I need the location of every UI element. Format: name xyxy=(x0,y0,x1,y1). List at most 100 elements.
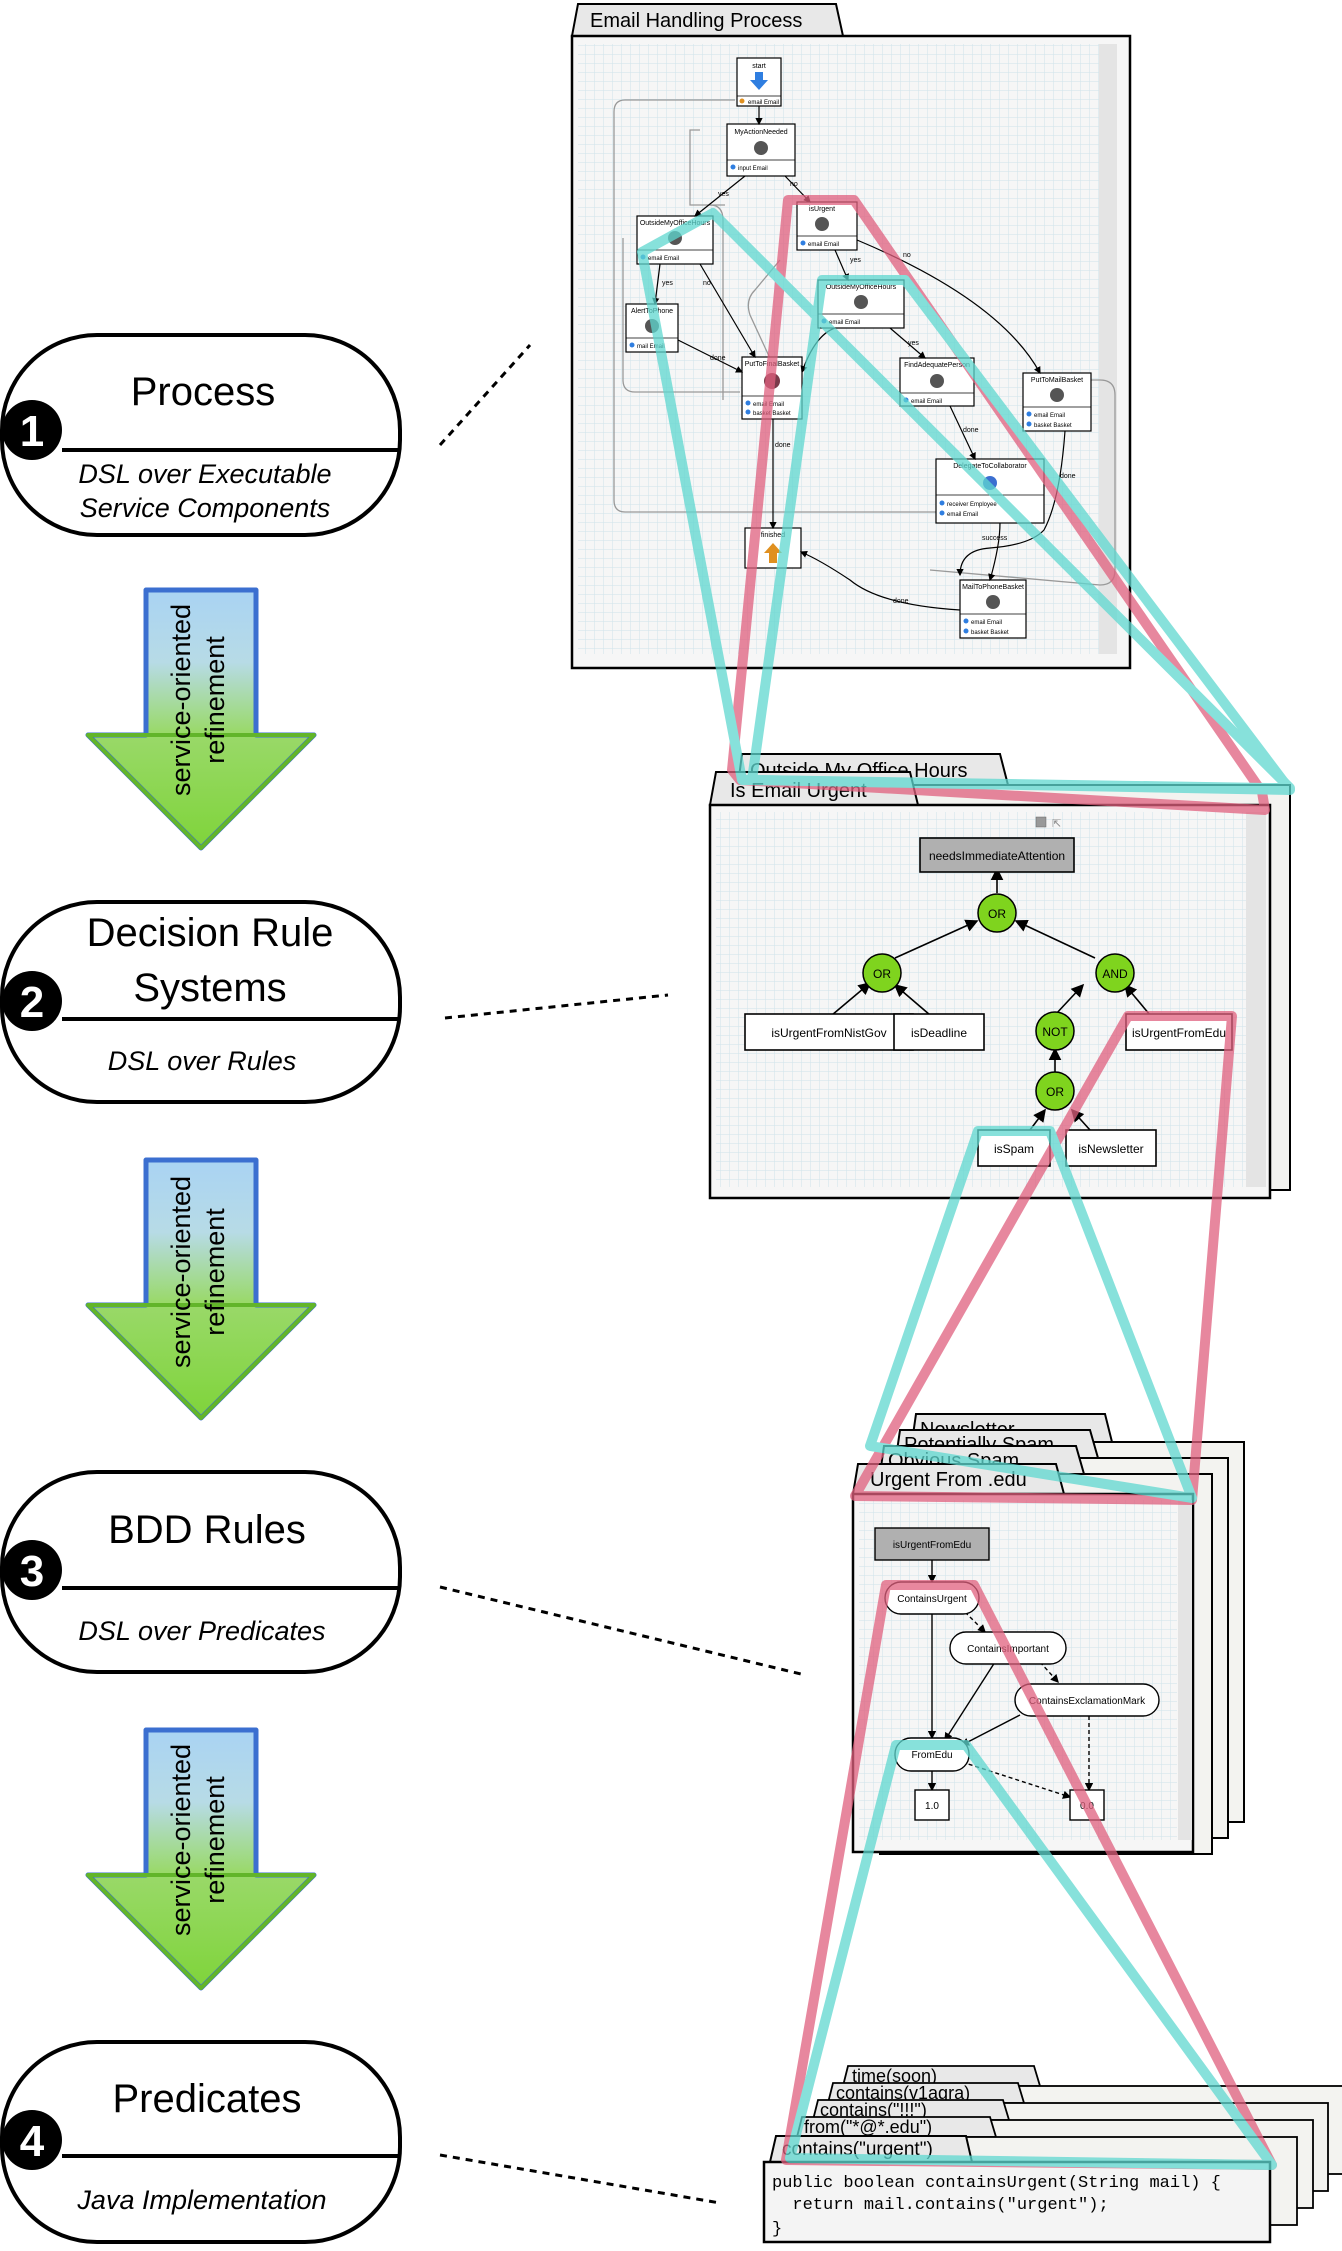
refinement-label: refinement xyxy=(200,636,230,764)
rule-leaf-isdeadline: isDeadline xyxy=(893,1013,985,1051)
process-node-start: start email Email xyxy=(736,57,782,107)
svg-text:done: done xyxy=(963,427,979,434)
svg-text:MyActionNeeded: MyActionNeeded xyxy=(734,129,787,136)
level-box xyxy=(0,900,402,1104)
refinement-arrow-2: service-oriented refinement xyxy=(85,1157,317,1421)
svg-text:email Email: email Email xyxy=(808,242,839,248)
svg-text:OutsideMyOfficeHours: OutsideMyOfficeHours xyxy=(640,220,711,227)
process-node-puttomailbasket: PutToMailBasket email Email basket Baske… xyxy=(1022,372,1092,432)
svg-text:yes: yes xyxy=(908,340,919,347)
rule-op-or-left: OR xyxy=(862,953,902,993)
level-subtitle-line: DSL over Executable xyxy=(78,459,331,489)
level-number-badge xyxy=(2,2110,62,2170)
decision-rules-panel: Outside My Office Hours Is Email Urgent … xyxy=(708,753,1291,1200)
svg-text:yes: yes xyxy=(718,191,729,198)
svg-text:email Email: email Email xyxy=(1034,413,1065,419)
svg-text:email Email: email Email xyxy=(911,399,942,405)
process-node-myactionneeded: MyActionNeeded input Email xyxy=(726,123,796,177)
level-subtitle: Java Implementation xyxy=(76,2185,326,2215)
svg-text:yes: yes xyxy=(662,280,673,287)
svg-text:OR: OR xyxy=(988,907,1006,921)
svg-text:mail Email: mail Email xyxy=(637,344,665,350)
svg-text:email Email: email Email xyxy=(829,320,860,326)
rule-op-or-low: OR xyxy=(1035,1071,1075,1111)
svg-text:isDeadline: isDeadline xyxy=(911,1026,967,1040)
svg-text:MailToPhoneBasket: MailToPhoneBasket xyxy=(962,584,1024,591)
svg-text:done: done xyxy=(710,355,726,362)
svg-text:needsImmediateAttention: needsImmediateAttention xyxy=(929,849,1065,863)
process-node-findadequateperson: FindAdequatePerson email Email xyxy=(899,357,975,407)
refinement-label: service-oriented xyxy=(166,1176,196,1368)
panel-tab-label: from("*@*.edu") xyxy=(804,2117,932,2137)
code-line: } xyxy=(772,2220,782,2239)
panel-tab-label: Email Handling Process xyxy=(590,10,802,32)
refinement-label: refinement xyxy=(200,1208,230,1336)
dotted-connector xyxy=(438,343,532,447)
level-number-badge xyxy=(2,971,62,1031)
rule-leaf-isurgentfromnistgov: isUrgentFromNistGov xyxy=(744,1013,914,1051)
svg-text:receiver Employee: receiver Employee xyxy=(947,502,997,508)
svg-text:start: start xyxy=(752,63,766,70)
level-title: Decision Rule xyxy=(87,911,334,955)
svg-text:email Email: email Email xyxy=(971,620,1002,626)
rule-op-not: NOT xyxy=(1035,1011,1075,1051)
dotted-connector xyxy=(439,2153,721,2205)
svg-text:⇱: ⇱ xyxy=(1052,818,1061,830)
svg-text:success: success xyxy=(982,535,1008,542)
level-number: 4 xyxy=(20,2117,45,2166)
code-panel xyxy=(762,2160,1272,2244)
refinement-arrow-1: service-oriented refinement xyxy=(85,587,317,851)
level-number: 1 xyxy=(20,407,44,456)
service-gear-icon xyxy=(986,595,1000,609)
level-title: BDD Rules xyxy=(108,1508,306,1552)
level-title: Process xyxy=(131,370,276,414)
svg-text:input Email: input Email xyxy=(738,166,768,172)
svg-text:ContainsExclamationMark: ContainsExclamationMark xyxy=(1029,1696,1146,1707)
svg-text:DelegateToCollaborator: DelegateToCollaborator xyxy=(953,463,1027,470)
start-arrow-icon xyxy=(750,72,768,90)
trace-bands xyxy=(637,195,1295,2170)
svg-text:no: no xyxy=(790,181,798,188)
level-box xyxy=(0,333,402,537)
svg-text:PutToMailBasket: PutToMailBasket xyxy=(1031,377,1083,384)
refinement-label: service-oriented xyxy=(166,604,196,796)
bdd-node-containsexclamationmark: ContainsExclamationMark xyxy=(1014,1683,1160,1717)
trace-band-cyan xyxy=(747,275,1295,795)
svg-text:FindAdequatePerson: FindAdequatePerson xyxy=(904,362,970,369)
svg-text:done: done xyxy=(775,442,791,449)
finish-arrow-icon xyxy=(764,543,782,563)
code-line: return mail.contains("urgent"); xyxy=(772,2196,1109,2215)
svg-text:email Email: email Email xyxy=(748,100,779,106)
svg-text:basket Basket: basket Basket xyxy=(753,411,791,417)
svg-text:OutsideMyOfficeHours: OutsideMyOfficeHours xyxy=(826,284,897,291)
process-node-mailtophonebasket: MailToPhoneBasket email Email basket Bas… xyxy=(959,579,1027,639)
dotted-connector xyxy=(439,1585,806,1677)
rule-root-needsimmediateattention: needsImmediateAttention xyxy=(919,837,1075,873)
svg-text:email Email: email Email xyxy=(947,512,978,518)
service-gear-icon xyxy=(930,374,944,388)
svg-text:yes: yes xyxy=(850,257,861,264)
svg-text:email Email: email Email xyxy=(648,256,679,262)
level-number-badge xyxy=(2,400,62,460)
service-gear-icon xyxy=(815,217,829,231)
level-title: Predicates xyxy=(113,2077,302,2121)
svg-text:OR: OR xyxy=(1046,1085,1064,1099)
level-number-badge xyxy=(2,1540,62,1600)
svg-text:NOT: NOT xyxy=(1042,1025,1068,1039)
rule-op-or-top: OR xyxy=(977,893,1017,933)
level-subtitle: DSL over Predicates xyxy=(78,1616,325,1646)
trace-band-cyan xyxy=(785,1740,1277,2170)
process-edge-labels: yes no yes no done yes no yes done done … xyxy=(662,181,1076,605)
trace-band-pink xyxy=(727,195,1270,815)
panel-canvas xyxy=(716,812,1246,1187)
level-subtitle-line: Service Components xyxy=(80,493,331,523)
panel-tab-label: Urgent From .edu xyxy=(870,1469,1027,1491)
level-box xyxy=(0,2040,402,2244)
svg-text:ContainsUrgent: ContainsUrgent xyxy=(897,1594,967,1605)
svg-text:isNewsletter: isNewsletter xyxy=(1078,1142,1143,1156)
bdd-root-isurgentfromedu: isUrgentFromEdu xyxy=(874,1527,990,1561)
svg-text:isSpam: isSpam xyxy=(994,1142,1034,1156)
svg-text:no: no xyxy=(903,252,911,259)
process-panel: Email Handling Process start email Email… xyxy=(570,3,1132,670)
